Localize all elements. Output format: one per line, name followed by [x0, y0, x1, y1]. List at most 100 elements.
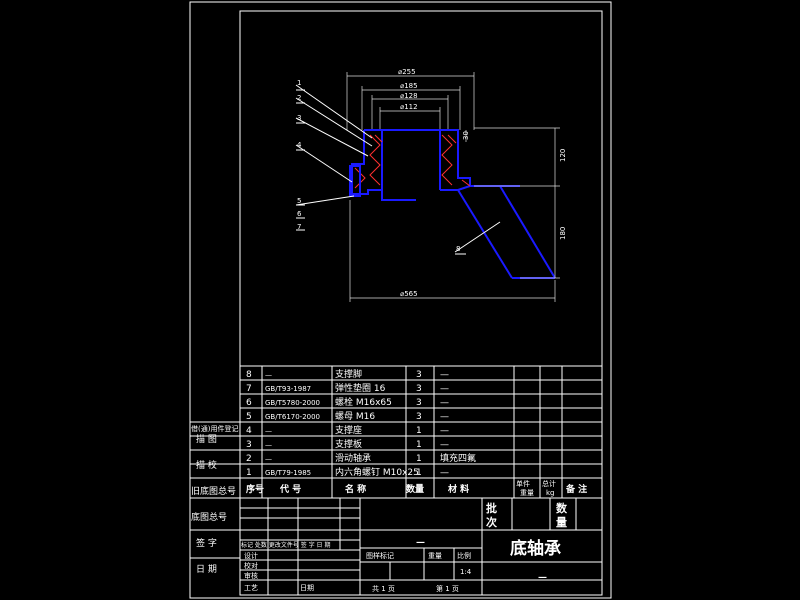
hdr-mat: 材 料 [447, 483, 469, 495]
side-sign: 签 字 [196, 537, 217, 549]
title-check: 校对 [244, 561, 258, 570]
part-mat: — [440, 370, 449, 380]
part-mat: — [440, 468, 449, 478]
part-mat: 填充四氟 [440, 452, 476, 464]
dim-d565: ⌀565 [400, 290, 418, 298]
part-code: GB/T93-1987 [265, 385, 311, 393]
part-no: 3 [246, 440, 252, 450]
inner-frame [239, 10, 603, 596]
dim-d255: ⌀255 [398, 68, 416, 76]
part-code: GB/T79-1985 [265, 469, 311, 477]
title-design: 设计 [244, 551, 258, 560]
part-qty: 1 [416, 468, 422, 478]
side-panel [190, 421, 240, 559]
dim-d112: ⌀112 [400, 103, 418, 111]
body-outline-left [351, 130, 416, 201]
part-name: 支撑座 [335, 424, 362, 436]
rev-labels: 标记 处数 更改文件号 签 字 日 期 [241, 541, 330, 549]
part-no: 5 [246, 412, 252, 422]
hdr-unit-weight: 单件 [516, 479, 530, 488]
part-name: 弹性垫圈 16 [335, 382, 386, 394]
parts-rows: 8 — 支撑脚 3 — 7 GB/T93-1987 弹性垫圈 16 3 — 6 GB/T5780-20… [246, 368, 476, 478]
title-sheets-total: 共 1 页 [372, 584, 395, 593]
dim-h120: 120 [559, 149, 567, 162]
part-code: — [265, 427, 272, 435]
part-qty: 3 [416, 370, 422, 380]
hatching [354, 134, 471, 189]
part-name: 支撑脚 [335, 368, 362, 380]
part-no: 1 [246, 468, 252, 478]
hdr-no: 序号 [246, 483, 264, 495]
title-process: 工艺 [244, 584, 258, 592]
part-qty: 3 [416, 384, 422, 394]
callout-3: 3 [297, 114, 301, 122]
hdr-qty: 数量 [406, 483, 424, 495]
dim-h180: 180 [559, 227, 567, 240]
part-qty: 1 [416, 426, 422, 436]
part-no: 2 [246, 454, 252, 464]
title-mark: 图样标记 [366, 551, 394, 560]
title-name: 底轴承 [510, 538, 561, 559]
part-no: 7 [246, 384, 252, 394]
side-old: 旧底图总号 [191, 485, 236, 497]
part-code: GB/T6170-2000 [265, 413, 320, 421]
part-name: 滑动轴承 [335, 452, 371, 464]
title-review: 审核 [244, 571, 258, 580]
body-outline-right [364, 129, 556, 279]
dim-d185: ⌀185 [400, 82, 418, 90]
title-scale-val: 1:4 [460, 568, 472, 576]
side-date: 日 期 [196, 564, 217, 575]
part-no: 4 [246, 426, 252, 436]
part-mat: — [440, 440, 449, 450]
part-qty: 1 [416, 454, 422, 464]
title-dash: — [416, 538, 425, 548]
part-mat: — [440, 412, 449, 422]
hdr-name: 名 称 [345, 483, 366, 495]
side-sign-no: 底图总号 [191, 511, 227, 523]
part-name: 螺栓 M16x65 [335, 396, 392, 408]
side-check: 描 校 [196, 459, 217, 471]
part-mat: — [440, 398, 449, 408]
title-count-2: 量 [556, 516, 567, 529]
dim-h30: 30 [462, 131, 470, 140]
part-name: 螺母 M16 [335, 411, 375, 422]
title-block [240, 498, 602, 595]
hdr-kg: kg [546, 489, 555, 497]
title-batch-1: 批 [486, 501, 497, 515]
callout-5: 5 [297, 197, 301, 205]
hdr-weight: 重量 [520, 489, 534, 497]
parts-list [190, 365, 602, 499]
callout-7: 7 [297, 223, 301, 231]
part-qty: 1 [416, 440, 422, 450]
part-qty: 3 [416, 398, 422, 408]
hdr-total-weight: 总计 [542, 479, 556, 488]
part-no: 8 [246, 370, 252, 380]
part-name: 支撑板 [335, 438, 362, 450]
title-batch-2: 次 [486, 515, 497, 529]
part-mat: — [440, 384, 449, 394]
hdr-remark: 备 注 [565, 483, 587, 495]
leaders [295, 84, 501, 255]
dim-d128: ⌀128 [400, 92, 418, 100]
part-code: — [265, 455, 272, 463]
side-reg: 借(通)用件登记 [191, 424, 238, 433]
title-weight: 重量 [428, 552, 442, 560]
callout-8: 8 [456, 245, 460, 253]
callout-6: 6 [297, 210, 302, 218]
part-no: 6 [246, 398, 252, 408]
part-qty: 3 [416, 412, 422, 422]
side-trace: 描 图 [196, 433, 217, 445]
callout-2: 2 [297, 94, 301, 102]
hdr-code: 代 号 [279, 483, 301, 495]
title-approve: 日期 [300, 584, 314, 592]
callout-4: 4 [297, 141, 302, 149]
callout-1: 1 [297, 79, 301, 87]
title-dash2: — [538, 573, 547, 583]
part-mat: — [440, 426, 449, 436]
part-drawing: ⌀255 ⌀185 ⌀128 ⌀112 ⌀565 120 180 30 1 2 … [295, 68, 567, 302]
part-name: 内六角螺钉 M10x25 [335, 466, 419, 478]
outer-frame [189, 1, 612, 599]
title-sheet: 第 1 页 [436, 584, 459, 593]
part-code: GB/T5780-2000 [265, 399, 320, 407]
